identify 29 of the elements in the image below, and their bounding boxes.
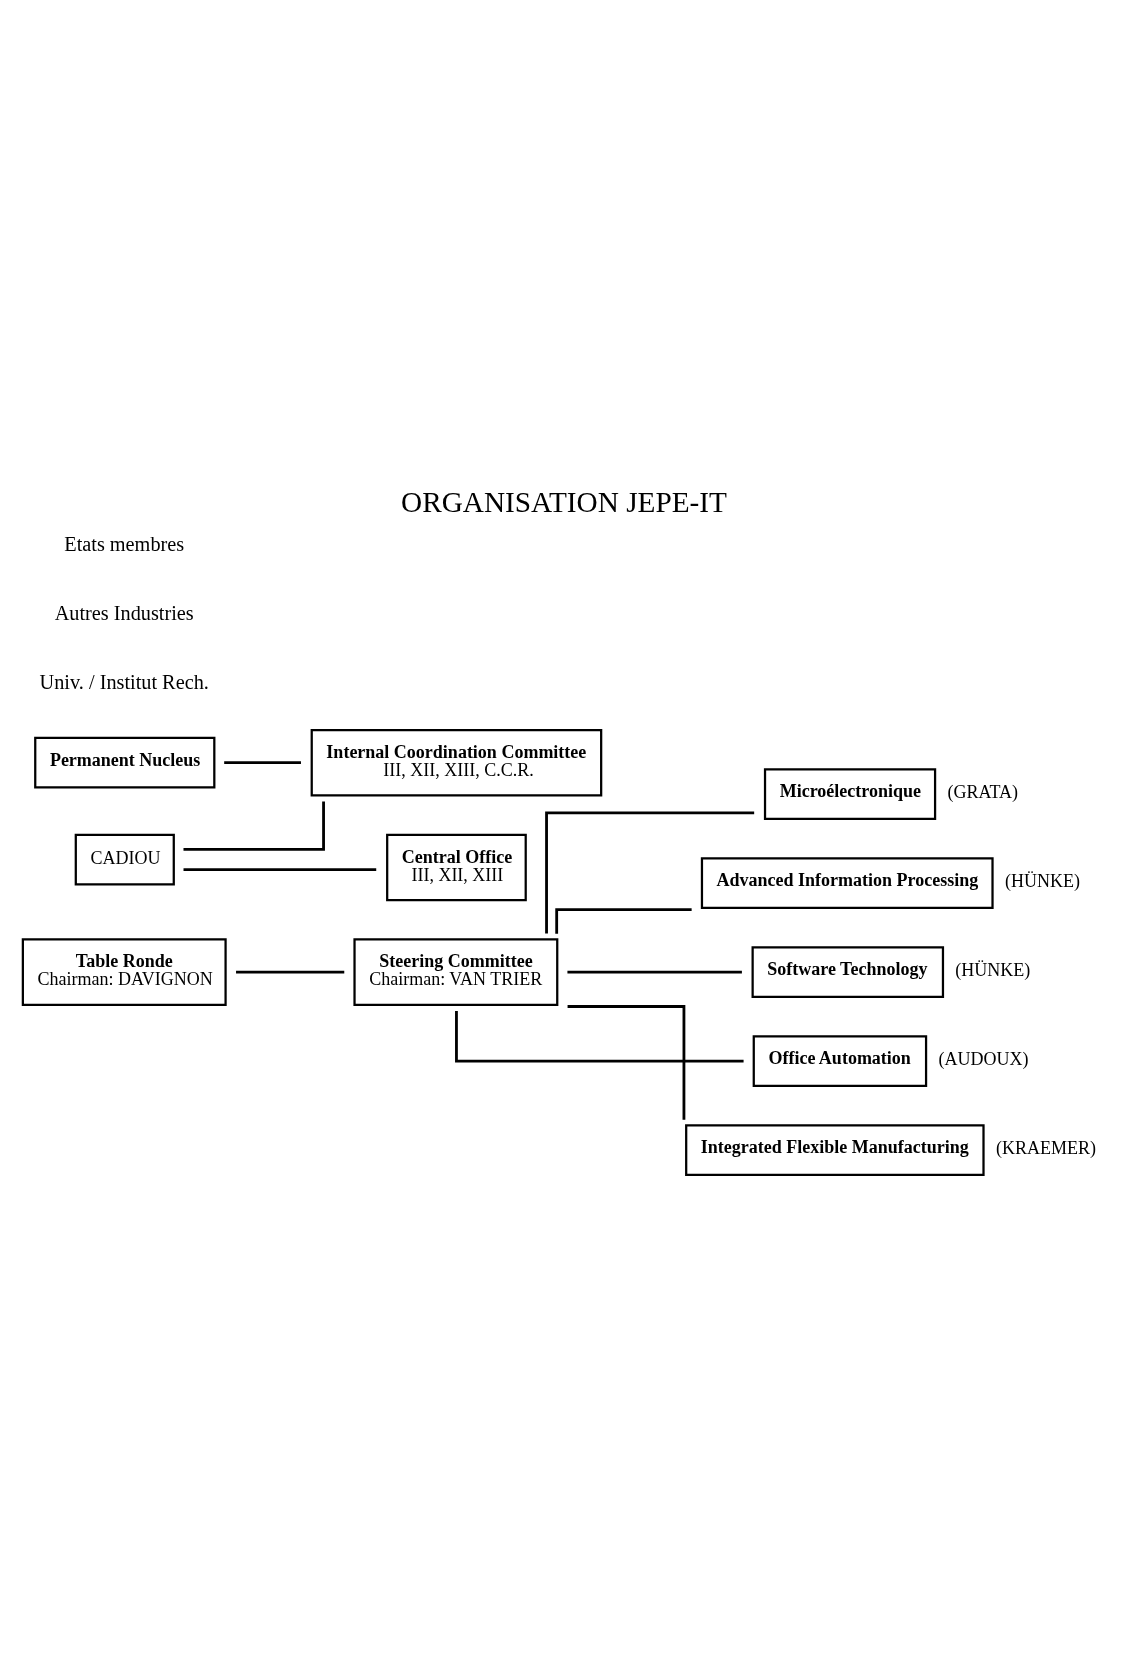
connector <box>555 907 692 934</box>
node-box: Table Ronde Chairman: DAVIGNON <box>21 937 227 1006</box>
node-box: Internal Coordination Committee III, XII, XIII, C.C.R. <box>310 728 603 796</box>
node-box: CADIOU <box>74 833 175 885</box>
node-label: (HÜNKE) <box>1004 870 1080 891</box>
node-box: Advanced Information Processing <box>700 856 994 909</box>
node-box: Steering Committee Chairman: VAN TRIER <box>353 937 559 1006</box>
node-box: Central Office III, XII, XIII <box>386 833 527 901</box>
connector <box>567 970 742 974</box>
connector <box>236 970 345 974</box>
node-label: (HÜNKE) <box>955 959 1031 980</box>
node-label: (KRAEMER) <box>995 1137 1096 1158</box>
connector <box>567 1004 686 1120</box>
connector <box>545 810 755 934</box>
label: Autres Industries <box>54 601 194 624</box>
connector <box>224 760 301 764</box>
node-box: Integrated Flexible Manufacturing <box>685 1123 985 1176</box>
connector <box>455 1010 744 1063</box>
node-label: (GRATA) <box>947 781 1019 802</box>
connector <box>183 867 377 871</box>
node-box: Office Automation <box>752 1034 928 1087</box>
label: Univ. / Institut Rech. <box>39 670 209 693</box>
label: Etats membres <box>64 532 185 555</box>
connector <box>183 800 325 851</box>
diagram-title: ORGANISATION JEPE-IT <box>401 485 727 518</box>
node-box: Microélectronique <box>763 767 937 820</box>
node-box: Permanent Nucleus <box>34 736 216 789</box>
node-box: Software Technology <box>751 945 945 998</box>
node-label: (AUDOUX) <box>938 1048 1029 1069</box>
